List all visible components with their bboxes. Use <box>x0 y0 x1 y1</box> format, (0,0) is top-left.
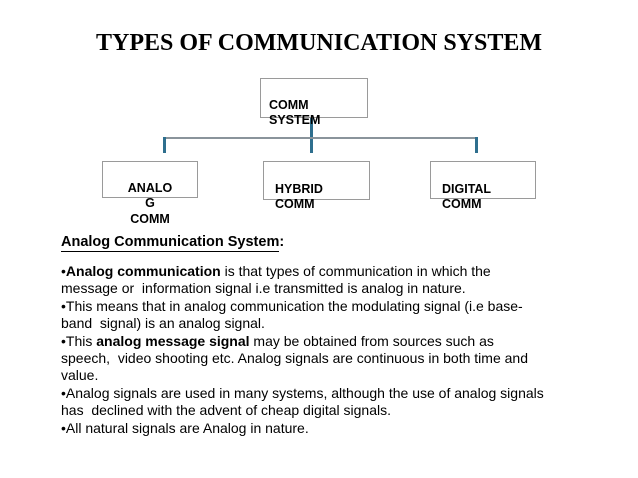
text-run: message or information signal i.e transm… <box>61 280 466 297</box>
diagram-box-digital-comm-label: DIGITAL COMM <box>442 181 492 212</box>
text-line: band signal) is an analog signal. <box>61 315 591 332</box>
text-line: •This analog message signal may be obtai… <box>61 333 591 350</box>
body-lines: •Analog communication is that types of c… <box>61 263 591 437</box>
text-run: is that types of communication in which … <box>220 263 491 279</box>
section-heading: Analog Communication System: <box>61 233 285 252</box>
text-line: speech, video shooting etc. Analog signa… <box>61 350 591 367</box>
text-run: • <box>61 263 66 279</box>
section-heading-colon: : <box>279 234 285 250</box>
diagram-box-digital-comm: DIGITAL COMM <box>430 161 536 211</box>
diagram-box-hybrid-comm-label: HYBRID COMM <box>275 181 323 212</box>
text-run: speech, video shooting etc. Analog signa… <box>61 349 528 366</box>
text-run-bold: Analog communication <box>65 263 221 279</box>
text-run: •Analog signals are used in many systems… <box>61 384 544 401</box>
diagram-box-hybrid-comm: HYBRID COMM <box>263 161 370 211</box>
text-line: •This means that in analog communication… <box>61 298 591 315</box>
connector-left-stub <box>163 137 166 153</box>
diagram-box-comm-system: COMM SYSTEM <box>260 78 368 127</box>
text-line: has declined with the advent of cheap di… <box>61 402 591 419</box>
text-run: •This means that in analog communication… <box>61 297 523 314</box>
section-heading-text: Analog Communication System <box>61 234 280 252</box>
text-run: value. <box>61 367 99 384</box>
text-run: has declined with the advent of cheap di… <box>61 402 391 419</box>
text-line: value. <box>61 367 591 384</box>
text-line: •All natural signals are Analog in natur… <box>61 420 591 437</box>
diagram-box-analog-comm-label: ANALO G COMM <box>127 180 173 226</box>
text-run: band signal) is an analog signal. <box>61 315 265 332</box>
text-line: •Analog signals are used in many systems… <box>61 385 591 402</box>
diagram-box-comm-system-label: COMM SYSTEM <box>269 97 321 128</box>
text-line: •Analog communication is that types of c… <box>61 263 591 280</box>
diagram-box-analog-comm: ANALO G COMM <box>102 161 198 226</box>
text-run: •This <box>61 332 97 349</box>
connector-horizontal <box>163 137 478 139</box>
text-run: •All natural signals are Analog in natur… <box>61 419 309 436</box>
slide-title: TYPES OF COMMUNICATION SYSTEM <box>95 30 543 56</box>
text-line: message or information signal i.e transm… <box>61 280 591 297</box>
text-run: may be obtained from sources such as <box>249 332 494 349</box>
connector-right-stub <box>475 137 478 153</box>
text-run-bold: analog message signal <box>96 332 250 349</box>
connector-root-vertical <box>310 118 313 153</box>
